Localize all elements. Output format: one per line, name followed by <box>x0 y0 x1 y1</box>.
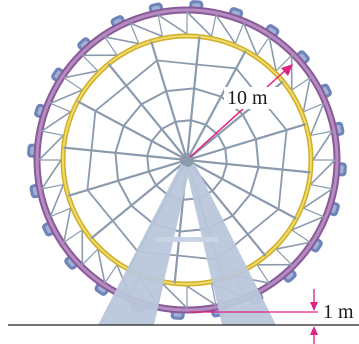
truss-strut <box>275 248 293 266</box>
truss-diagonal <box>312 130 333 161</box>
truss-diagonal <box>63 208 72 243</box>
truss-strut <box>129 23 140 44</box>
truss-strut <box>63 77 83 91</box>
truss-diagonal <box>215 14 236 45</box>
truss-strut <box>104 36 118 56</box>
radius-label: 10 m <box>227 87 268 109</box>
truss-strut <box>310 183 333 190</box>
truss-diagonal <box>130 22 163 38</box>
truss-diagonal <box>291 215 325 231</box>
truss-strut <box>81 54 99 72</box>
inner-ring <box>60 33 314 287</box>
radius-label-bg <box>224 87 278 109</box>
radius-arrow <box>189 64 293 158</box>
truss-strut <box>63 229 83 243</box>
truss-diagonal <box>302 188 333 209</box>
clearance-annotation <box>190 289 318 344</box>
truss-diagonal <box>186 285 217 306</box>
truss-strut <box>41 183 64 190</box>
ring-truss <box>38 11 336 309</box>
truss-diagonal <box>161 283 188 309</box>
truss-strut <box>81 248 99 266</box>
outer-ring <box>33 6 341 314</box>
truss-strut <box>303 102 324 113</box>
truss-strut <box>256 264 270 284</box>
truss-diagonal <box>310 159 336 186</box>
truss-diagonal <box>268 36 277 72</box>
spoke <box>186 123 307 162</box>
truss-diagonal <box>104 36 139 45</box>
truss-strut <box>303 207 324 218</box>
truss-strut <box>310 130 333 137</box>
clearance-label: 1 m <box>323 301 354 323</box>
truss-strut <box>256 36 270 56</box>
truss-strut <box>291 229 311 243</box>
truss-diagonal <box>302 77 311 112</box>
truss-diagonal <box>49 184 65 217</box>
truss-strut <box>291 77 311 91</box>
truss-diagonal <box>38 134 64 161</box>
truss-strut <box>104 264 118 284</box>
truss-diagonal <box>49 89 83 105</box>
spoke <box>63 146 188 162</box>
truss-strut <box>234 23 245 44</box>
truss-strut <box>50 207 71 218</box>
spoke <box>185 36 201 161</box>
truss-diagonal <box>41 159 62 190</box>
support-structure <box>98 164 276 325</box>
spoke <box>150 40 189 161</box>
truss-diagonal <box>157 14 188 35</box>
spoke <box>107 63 188 161</box>
truss-strut <box>210 14 217 37</box>
truss-diagonal <box>275 241 311 250</box>
truss-diagonal <box>97 248 106 284</box>
truss-strut <box>210 283 217 306</box>
truss-diagonal <box>41 111 72 132</box>
truss-strut <box>157 14 164 37</box>
truss-strut <box>50 102 71 113</box>
truss-strut <box>41 130 64 137</box>
truss-diagonal <box>309 103 325 136</box>
spoke <box>186 158 311 174</box>
truss-diagonal <box>63 70 99 79</box>
truss-diagonal <box>242 22 258 56</box>
truss-diagonal <box>186 11 213 37</box>
spoke <box>90 159 188 240</box>
truss-strut <box>275 54 293 72</box>
